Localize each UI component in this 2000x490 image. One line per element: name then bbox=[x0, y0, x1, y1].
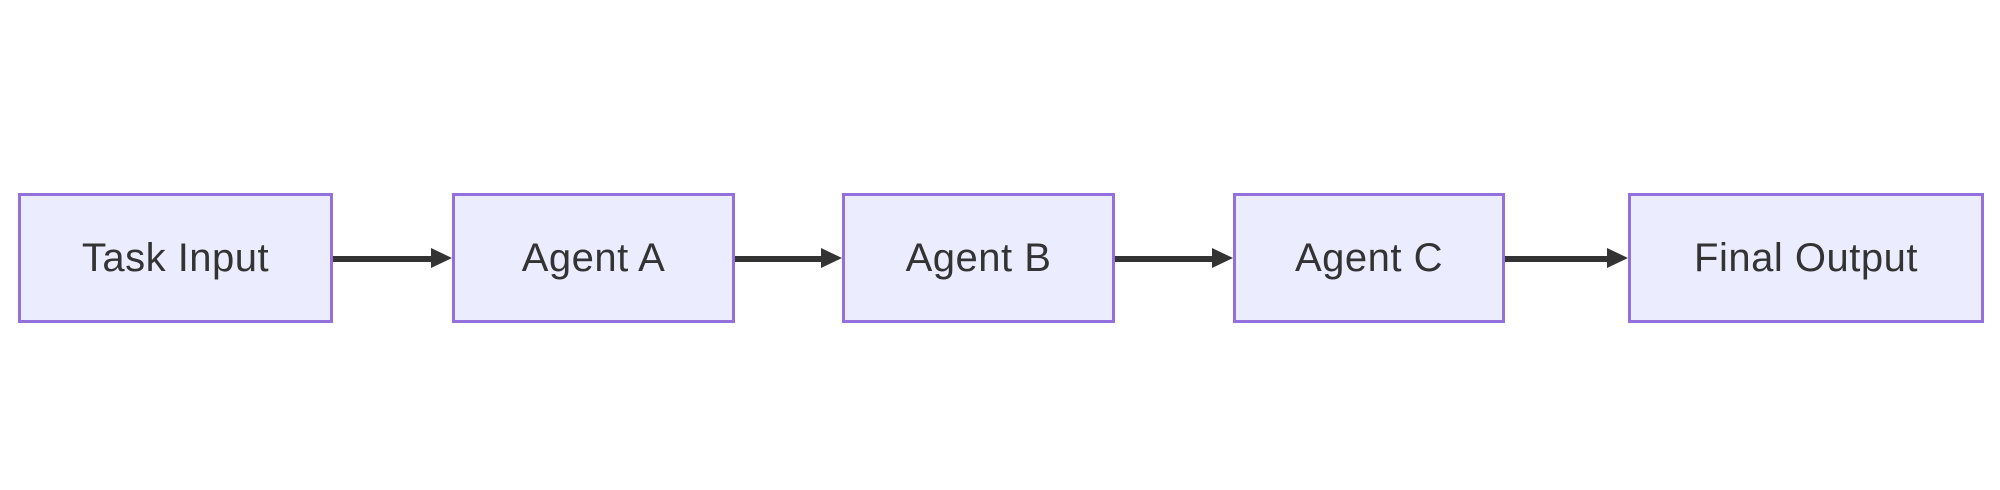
arrow-head-icon bbox=[1212, 248, 1233, 268]
arrow-line bbox=[735, 256, 828, 262]
flow-arrow-task-input-to-agent-a bbox=[333, 248, 452, 269]
arrow-line bbox=[333, 256, 438, 262]
node-agent-c: Agent C bbox=[1233, 193, 1505, 323]
arrow-head-icon bbox=[1607, 248, 1628, 268]
flow-arrow-agent-c-to-final-output bbox=[1505, 248, 1628, 269]
node-task-input: Task Input bbox=[18, 193, 333, 323]
node-agent-a: Agent A bbox=[452, 193, 735, 323]
arrow-head-icon bbox=[431, 248, 452, 268]
node-agent-c-label: Agent C bbox=[1294, 235, 1444, 280]
node-final-output: Final Output bbox=[1628, 193, 1984, 323]
node-final-output-label: Final Output bbox=[1694, 235, 1918, 280]
flow-arrow-agent-a-to-agent-b bbox=[735, 248, 842, 269]
arrow-head-icon bbox=[821, 248, 842, 268]
node-agent-a-label: Agent A bbox=[521, 235, 666, 280]
arrow-line bbox=[1115, 256, 1219, 262]
node-task-input-label: Task Input bbox=[81, 235, 270, 280]
node-agent-b: Agent B bbox=[842, 193, 1115, 323]
flow-arrow-agent-b-to-agent-c bbox=[1115, 248, 1233, 269]
arrow-line bbox=[1505, 256, 1614, 262]
node-agent-b-label: Agent B bbox=[905, 235, 1052, 280]
